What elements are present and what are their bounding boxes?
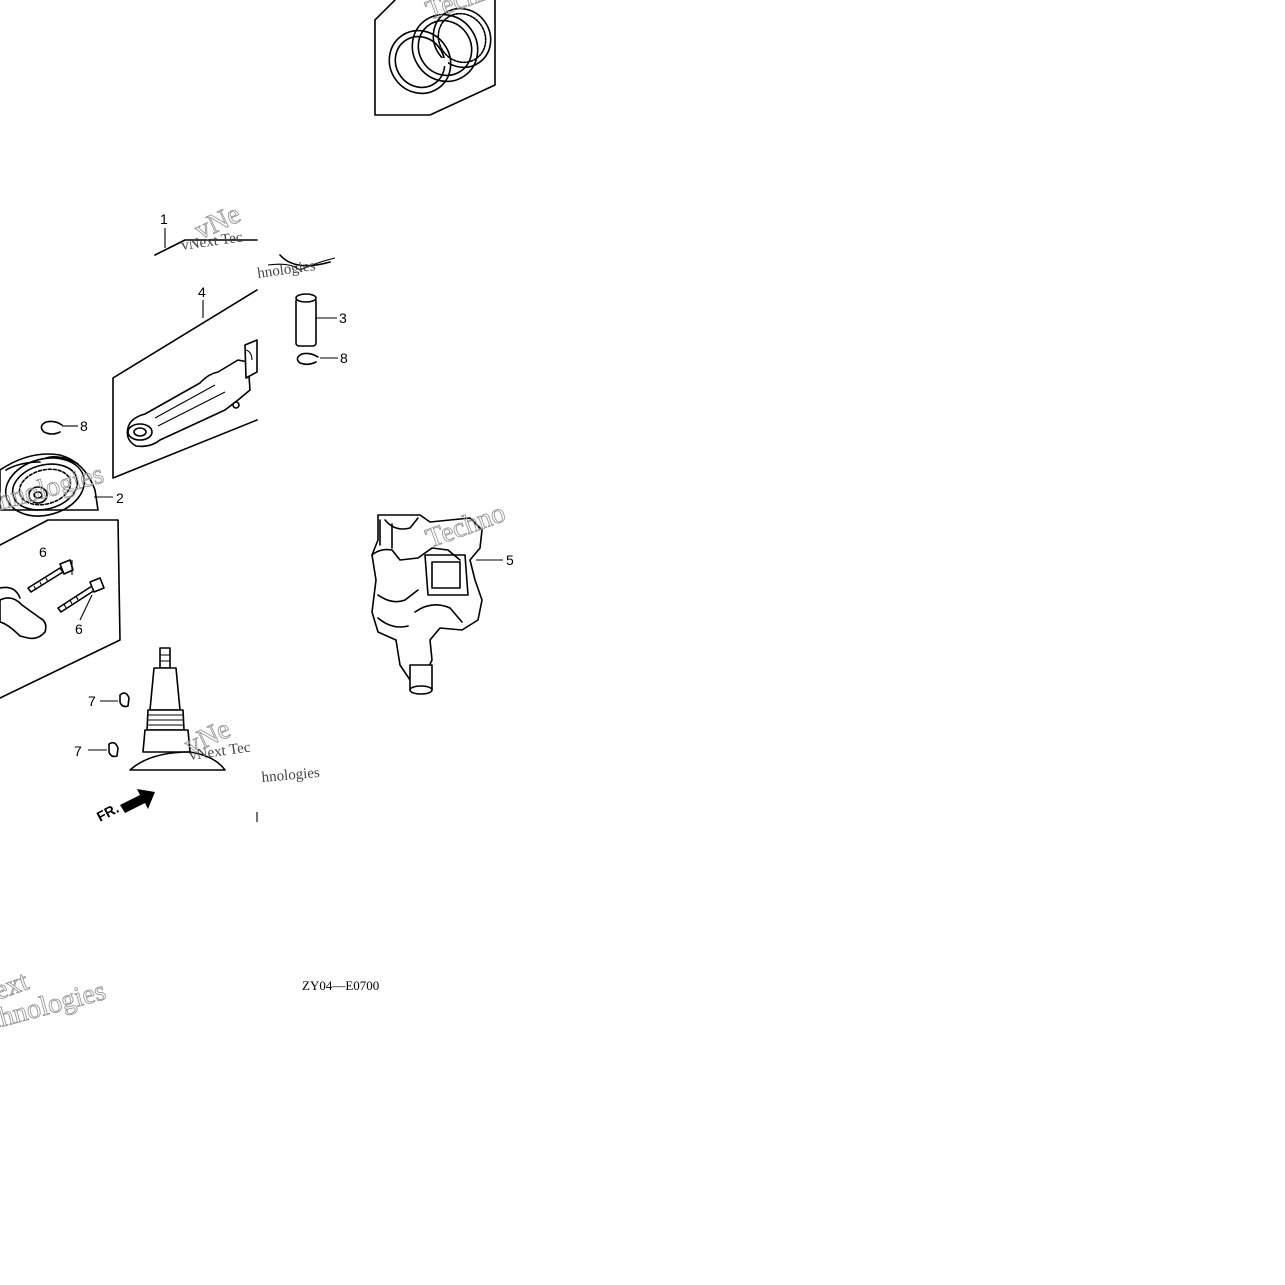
- callout-7a: 7: [88, 693, 96, 709]
- callout-labels: 1 2 3 4 5 6 6 7 7 8 8: [39, 211, 514, 759]
- callout-3: 3: [339, 310, 347, 326]
- pin-clip-icon: [40, 352, 319, 435]
- callout-8b: 8: [80, 418, 88, 434]
- ring-set-frame: [154, 239, 336, 271]
- bolt-icon: [27, 559, 105, 613]
- piston-pin-icon: [295, 293, 317, 347]
- callout-5: 5: [506, 552, 514, 568]
- watermark-line: hnologies: [261, 765, 321, 786]
- callout-1: 1: [160, 211, 168, 227]
- connecting-rod-icon: [112, 289, 258, 479]
- callout-2: 2: [116, 490, 124, 506]
- rod-cap-frame: [0, 519, 121, 699]
- callout-4: 4: [198, 284, 206, 300]
- woodruff-key-icon: [108, 692, 130, 758]
- piston-icon: [0, 453, 99, 517]
- diagram-code: ZY04—E0700: [302, 978, 379, 993]
- callout-leaders: [62, 228, 503, 751]
- front-direction-arrow-icon: FR.: [94, 789, 155, 825]
- callout-8a: 8: [340, 350, 348, 366]
- front-direction-label: FR.: [94, 800, 121, 825]
- crankshaft-icon: [371, 514, 483, 695]
- piston-ring-set-icon: [374, 0, 496, 116]
- watermark-line: hnologies: [256, 258, 316, 282]
- callout-6a: 6: [39, 544, 47, 560]
- callout-6b: 6: [75, 621, 83, 637]
- watermark: vNext Tec hnologies Techno Techno vNe vN…: [0, 0, 510, 1037]
- callout-7b: 7: [74, 743, 82, 759]
- crankshaft-stub-icon: [129, 647, 226, 771]
